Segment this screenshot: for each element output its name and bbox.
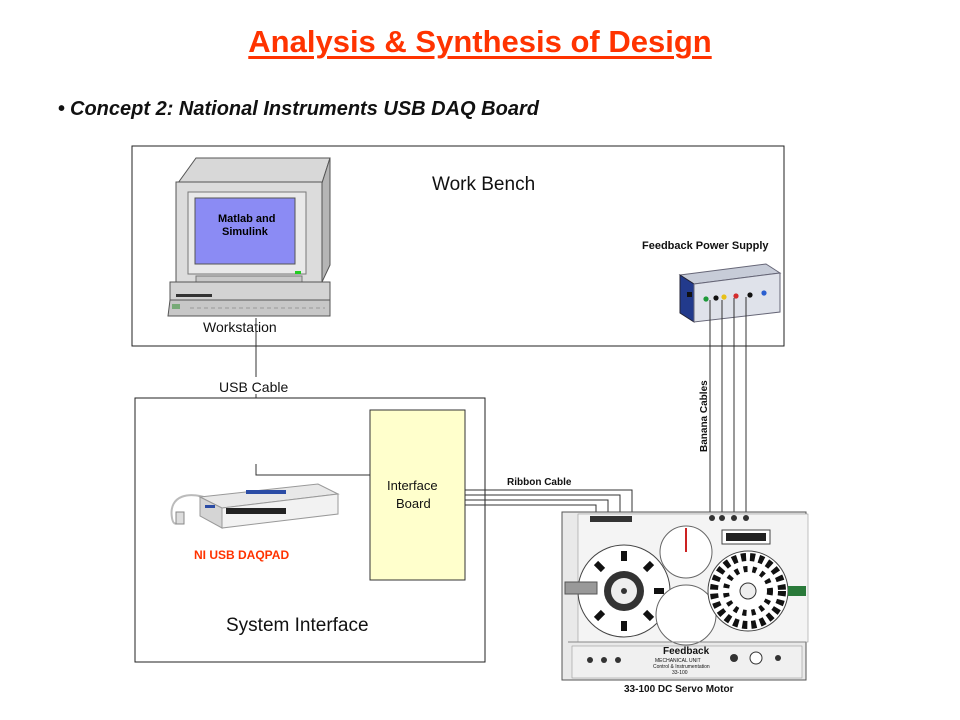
work-bench-label: Work Bench: [432, 174, 535, 195]
system-interface-label: System Interface: [226, 615, 369, 636]
workstation-computer-icon: [167, 157, 331, 317]
bullet-concept: •Concept 2: National Instruments USB DAQ…: [58, 98, 539, 121]
ni-daqpad-icon: [170, 483, 340, 529]
power-supply-icon: [678, 263, 782, 323]
interface-board-line1: Interface: [387, 478, 438, 493]
usb-cable-label: USB Cable: [219, 379, 288, 395]
bullet-dot-icon: •: [58, 98, 66, 120]
screen-text-line1: Matlab and: [218, 213, 275, 225]
workstation-screen: [194, 197, 296, 265]
servo-brand-text: Feedback: [663, 646, 710, 657]
interface-board-line2: Board: [396, 496, 431, 511]
slide-title: Analysis & Synthesis of Design: [248, 24, 712, 59]
banana-cables-label: Banana Cables: [699, 380, 710, 452]
banana-cables: [709, 297, 747, 518]
servo-unit-line1: MECHANICAL UNIT: [655, 658, 701, 664]
servo-unit-line2: Control & Instrumentation: [653, 664, 710, 670]
power-supply-label: Feedback Power Supply: [642, 240, 769, 252]
servo-motor-icon: [561, 511, 809, 681]
servo-motor-label: 33-100 DC Servo Motor: [624, 684, 734, 695]
interface-board: [369, 409, 466, 581]
ribbon-cable-label: Ribbon Cable: [507, 477, 572, 488]
daq-to-board-cable: [255, 464, 370, 476]
workstation-label: Workstation: [203, 319, 277, 335]
bullet-text: Concept 2: National Instruments USB DAQ …: [70, 98, 539, 120]
screen-text-line2: Simulink: [222, 226, 269, 238]
servo-unit-line3: 33-100: [672, 670, 688, 676]
daqpad-label: NI USB DAQPAD: [194, 548, 289, 562]
